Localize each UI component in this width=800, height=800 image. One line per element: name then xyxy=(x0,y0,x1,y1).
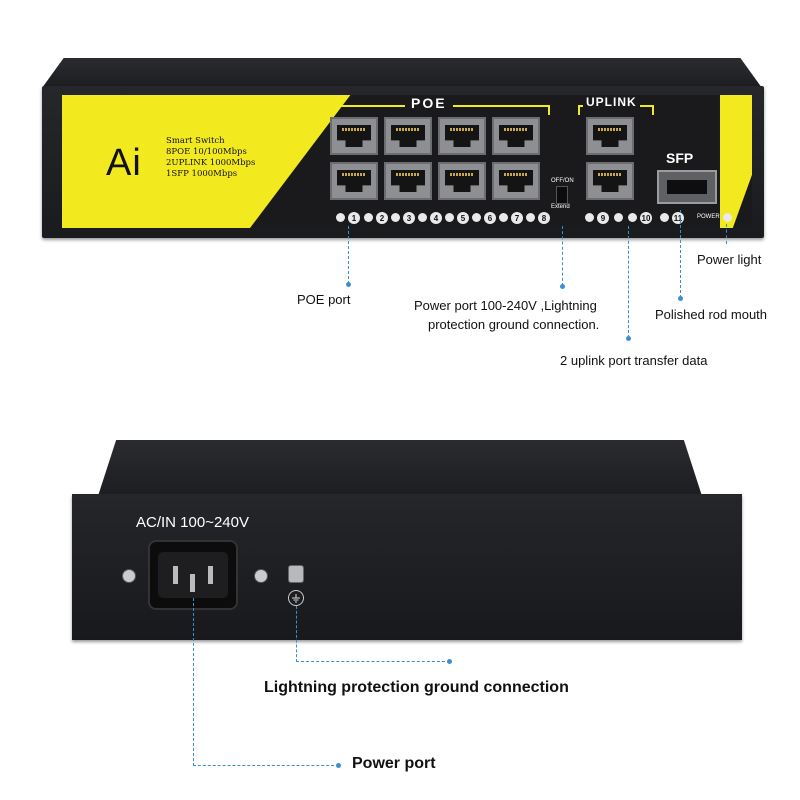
sfp-port[interactable] xyxy=(657,170,717,204)
callout-power-port-2: protection ground connection. xyxy=(428,317,600,332)
callout-line-ground-h xyxy=(296,661,450,662)
callout-lightning: Lightning protection ground connection xyxy=(264,679,569,696)
port-led xyxy=(364,213,373,222)
port-led xyxy=(336,213,345,222)
callout-dot xyxy=(336,763,341,768)
port-led xyxy=(391,213,400,222)
callout-dot xyxy=(346,282,351,287)
port-number: 3 xyxy=(403,212,415,224)
port-number: 5 xyxy=(457,212,469,224)
callout-line-power-port xyxy=(193,598,194,766)
callout-uplink: 2 uplink port transfer data xyxy=(560,353,708,368)
poe-port[interactable] xyxy=(330,162,378,200)
switch-label-top: OFF/ON xyxy=(551,178,574,184)
poe-port[interactable] xyxy=(438,117,486,155)
callout-dot xyxy=(626,336,631,341)
port-led xyxy=(499,213,508,222)
callout-dot xyxy=(560,284,565,289)
brand-spec-text: Smart Switch 8POE 10/100Mbps 2UPLINK 100… xyxy=(166,136,255,180)
port-number: 6 xyxy=(484,212,496,224)
port-number: 9 xyxy=(597,212,609,224)
callout-line-poe xyxy=(348,226,349,284)
power-led-label: POWER xyxy=(697,214,720,220)
port-number: 10 xyxy=(640,212,652,224)
port-led xyxy=(526,213,535,222)
callout-line-sfp xyxy=(680,210,681,298)
uplink-port[interactable] xyxy=(586,162,634,200)
screw-icon xyxy=(254,569,268,583)
callout-line-uplink xyxy=(628,226,629,338)
uplink-label: UPLINK xyxy=(583,95,640,109)
ground-screw-icon[interactable] xyxy=(288,565,304,583)
uplink-port[interactable] xyxy=(586,117,634,155)
callout-power-port: Power port xyxy=(352,755,436,772)
port-led xyxy=(472,213,481,222)
port-led xyxy=(660,213,669,222)
brand-line: 2UPLINK 1000Mbps xyxy=(166,158,256,168)
callout-dot xyxy=(678,296,683,301)
ground-symbol-icon xyxy=(288,590,304,606)
socket-pin xyxy=(190,574,195,592)
socket-pin xyxy=(173,566,178,584)
power-led xyxy=(723,213,732,222)
port-led xyxy=(614,213,623,222)
callout-line-power-port-h xyxy=(193,765,339,766)
callout-power-port-1: Power port 100-240V ,Lightning xyxy=(414,298,597,313)
ac-input-label: AC/IN 100~240V xyxy=(136,514,249,531)
socket-pin xyxy=(208,566,213,584)
port-number: 1 xyxy=(348,212,360,224)
callout-power-light: Power light xyxy=(697,252,762,267)
callout-line-power xyxy=(562,226,563,286)
poe-port[interactable] xyxy=(330,117,378,155)
switch-label-bottom: Extend xyxy=(551,204,570,210)
poe-port[interactable] xyxy=(492,162,540,200)
port-number: 8 xyxy=(538,212,550,224)
brand-logo: Ai xyxy=(106,142,142,184)
poe-port[interactable] xyxy=(438,162,486,200)
extend-switch[interactable] xyxy=(556,186,568,204)
brand-line: 8POE 10/100Mbps xyxy=(166,147,247,157)
brand-line: 1SFP 1000Mbps xyxy=(166,169,238,179)
screw-icon xyxy=(122,569,136,583)
callout-polished-rod: Polished rod mouth xyxy=(655,307,768,322)
brand-line: Smart Switch xyxy=(166,136,225,146)
sfp-label: SFP xyxy=(666,150,694,166)
callout-poe-port: POE port xyxy=(297,292,351,307)
port-led xyxy=(418,213,427,222)
port-number: 4 xyxy=(430,212,442,224)
port-number: 7 xyxy=(511,212,523,224)
callout-line-ground xyxy=(296,606,297,662)
poe-port[interactable] xyxy=(492,117,540,155)
port-led xyxy=(628,213,637,222)
port-led xyxy=(445,213,454,222)
poe-label: POE xyxy=(405,95,453,111)
port-led xyxy=(585,213,594,222)
poe-port[interactable] xyxy=(384,117,432,155)
poe-port[interactable] xyxy=(384,162,432,200)
front-chassis-top xyxy=(42,58,762,88)
rear-chassis-top xyxy=(98,440,702,496)
callout-dot xyxy=(447,659,452,664)
callout-line-power-light xyxy=(726,224,727,244)
port-number: 2 xyxy=(376,212,388,224)
port-number: 11 xyxy=(672,212,684,224)
